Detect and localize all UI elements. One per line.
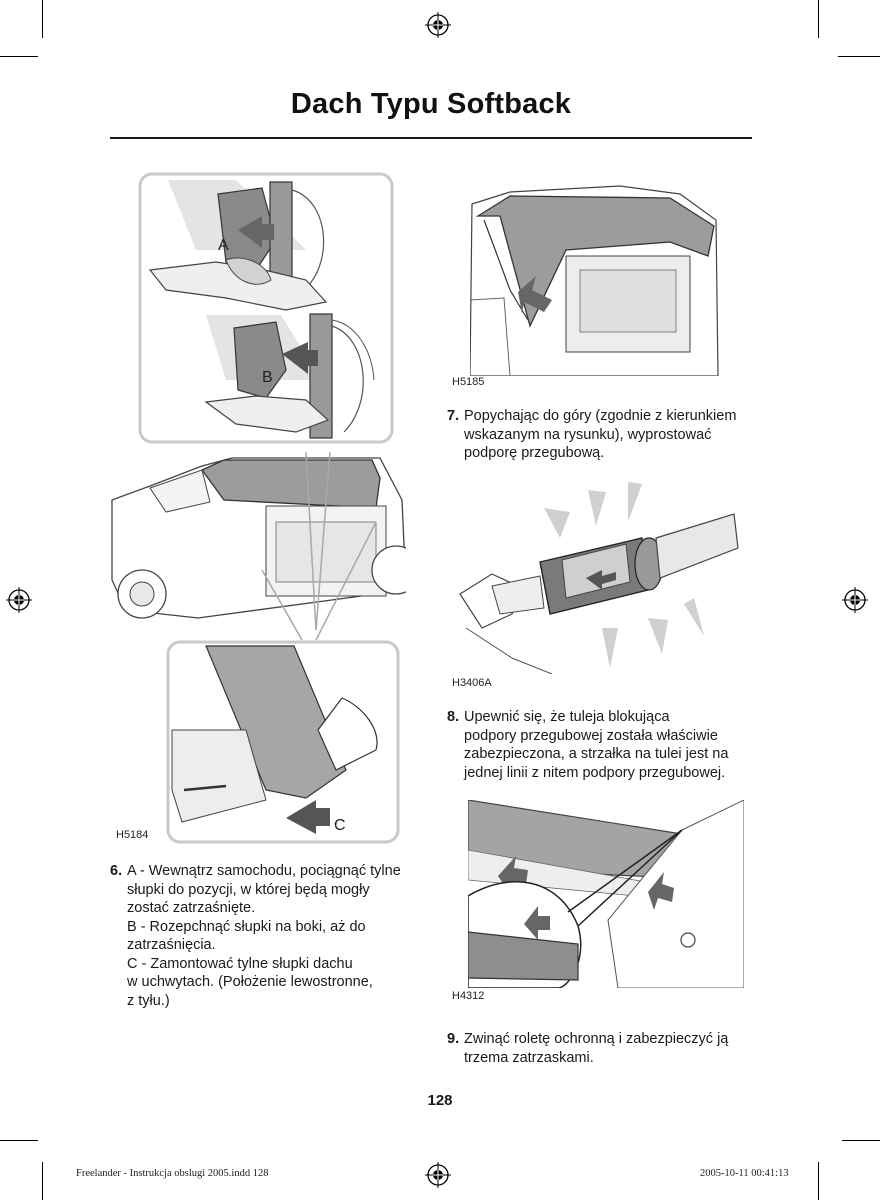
step-8: 8. Upewnić się, że tuleja blokująca podp… — [447, 708, 767, 784]
crop-mark — [842, 1140, 880, 1141]
step-line: zostać zatrzaśnięte. — [127, 900, 256, 916]
registration-mark-icon — [425, 1162, 451, 1188]
step-line: w uchwytach. (Położenie lewostronne, — [127, 974, 373, 990]
step-line: A - Wewnątrz samochodu, pociągnąć tylne — [127, 863, 401, 879]
crop-mark — [42, 0, 43, 38]
step-line: trzema zatrzaskami. — [464, 1049, 594, 1066]
figure-cargo-blind — [468, 800, 744, 988]
figure-code: H4312 — [452, 990, 485, 1002]
footer-file: Freelander - Instrukcja obslugi 2005.ind… — [76, 1168, 269, 1179]
step-number: 8. — [447, 709, 460, 725]
registration-mark-icon — [6, 587, 32, 613]
page-number: 128 — [427, 1092, 453, 1109]
step-line: B - Rozepchnąć słupki na boki, aż do — [127, 918, 366, 935]
callout-c: C — [334, 817, 346, 834]
footer-timestamp: 2005-10-11 00:41:13 — [700, 1168, 789, 1179]
crop-mark — [0, 1140, 38, 1141]
figure-locking-sleeve — [459, 482, 739, 674]
crop-mark — [0, 56, 38, 57]
page-title: Dach Typu Softback — [290, 88, 572, 120]
crop-mark — [42, 1162, 43, 1200]
step-7: 7. Popychając do góry (zgodnie z kierunk… — [447, 407, 767, 463]
step-line: zabezpieczona, a strzałka na tulei jest … — [464, 746, 729, 762]
figure-code: H5185 — [452, 376, 485, 388]
crop-mark — [838, 56, 880, 57]
figure-code: H5184 — [116, 829, 149, 841]
step-line: z tyłu.) — [127, 992, 170, 1009]
figure-code: H3406A — [452, 677, 492, 689]
registration-mark-icon — [425, 12, 451, 38]
crop-mark — [818, 1162, 819, 1200]
figure-hinge-support-push — [470, 185, 719, 376]
step-number: 9. — [447, 1031, 460, 1047]
step-line: słupki do pozycji, w której będą mogły — [127, 881, 370, 898]
step-line: wskazanym na rysunku), wyprostować — [464, 426, 712, 443]
step-line: Upewnić się, że tuleja blokująca — [464, 709, 670, 725]
step-number: 7. — [447, 408, 460, 424]
crop-mark — [818, 0, 819, 38]
step-line: podporę przegubową. — [464, 445, 605, 461]
step-line: podpory przegubowej została właściwie — [464, 727, 718, 744]
figure-rear-pillars: A B C — [111, 172, 406, 844]
callout-a: A — [218, 237, 229, 254]
step-line: Popychając do góry (zgodnie z kierunkiem — [464, 408, 737, 424]
title-rule — [110, 137, 752, 139]
step-line: Zwinąć roletę ochronną i zabezpieczyć ją — [464, 1031, 729, 1047]
callout-b: B — [262, 369, 273, 386]
step-line: jednej linii z nitem podpory przegubowej… — [464, 764, 726, 781]
step-6: 6. A - Wewnątrz samochodu, pociągnąć tyl… — [110, 862, 430, 1012]
registration-mark-icon — [842, 587, 868, 613]
step-line: zatrzaśnięcia. — [127, 937, 216, 953]
step-number: 6. — [110, 863, 123, 879]
step-9: 9. Zwinąć roletę ochronną i zabezpieczyć… — [447, 1030, 767, 1068]
step-line: C - Zamontować tylne słupki dachu — [127, 955, 353, 972]
